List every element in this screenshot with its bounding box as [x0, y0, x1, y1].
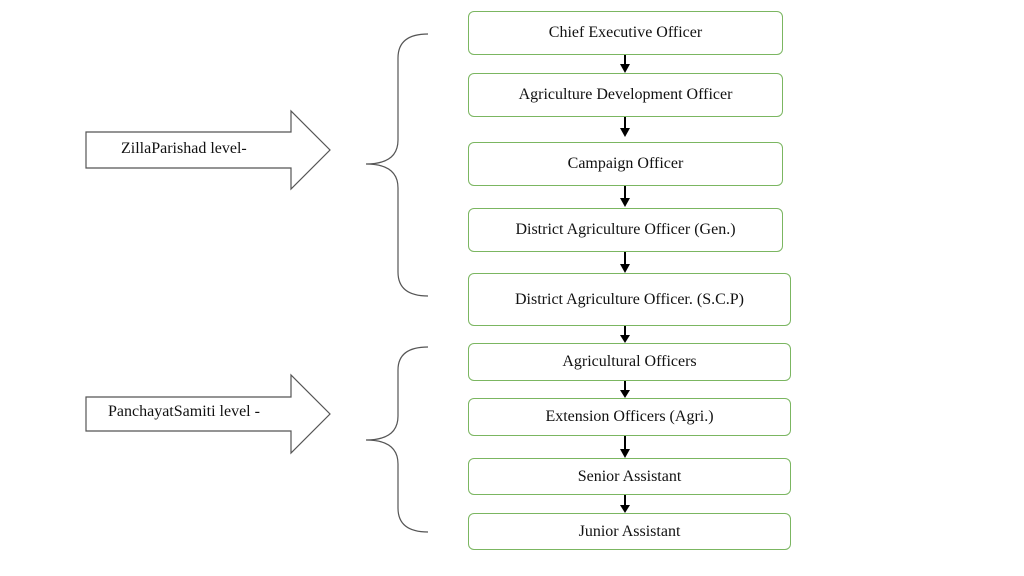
box-agriculture-development-officer: Agriculture Development Officer: [468, 73, 783, 117]
box-district-agriculture-officer-gen: District Agriculture Officer (Gen.): [468, 208, 783, 252]
connector-arrow-8: [620, 495, 630, 513]
panchayat-level-arrow: [85, 373, 331, 455]
connector-arrow-2: [620, 117, 630, 137]
zilla-level-arrow: [85, 109, 331, 191]
connector-arrows: [620, 55, 630, 513]
box-junior-assistant: Junior Assistant: [468, 513, 791, 550]
panchayat-level-brace: [365, 346, 429, 533]
box-agricultural-officers: Agricultural Officers: [468, 343, 791, 381]
box-campaign-officer: Campaign Officer: [468, 142, 783, 186]
box-district-agriculture-officer-scp: District Agriculture Officer. (S.C.P): [468, 273, 791, 326]
connector-arrow-6: [620, 381, 630, 398]
box-chief-executive-officer: Chief Executive Officer: [468, 11, 783, 55]
connector-arrow-4: [620, 252, 630, 273]
zilla-level-brace: [365, 33, 429, 297]
connector-arrow-3: [620, 186, 630, 207]
connector-arrow-1: [620, 55, 630, 73]
box-senior-assistant: Senior Assistant: [468, 458, 791, 495]
connector-arrow-7: [620, 436, 630, 458]
zilla-level-label: ZillaParishad level-: [121, 140, 247, 157]
panchayat-level-label: PanchayatSamiti level -: [108, 403, 260, 420]
connector-arrow-5: [620, 326, 630, 343]
box-extension-officers: Extension Officers (Agri.): [468, 398, 791, 436]
